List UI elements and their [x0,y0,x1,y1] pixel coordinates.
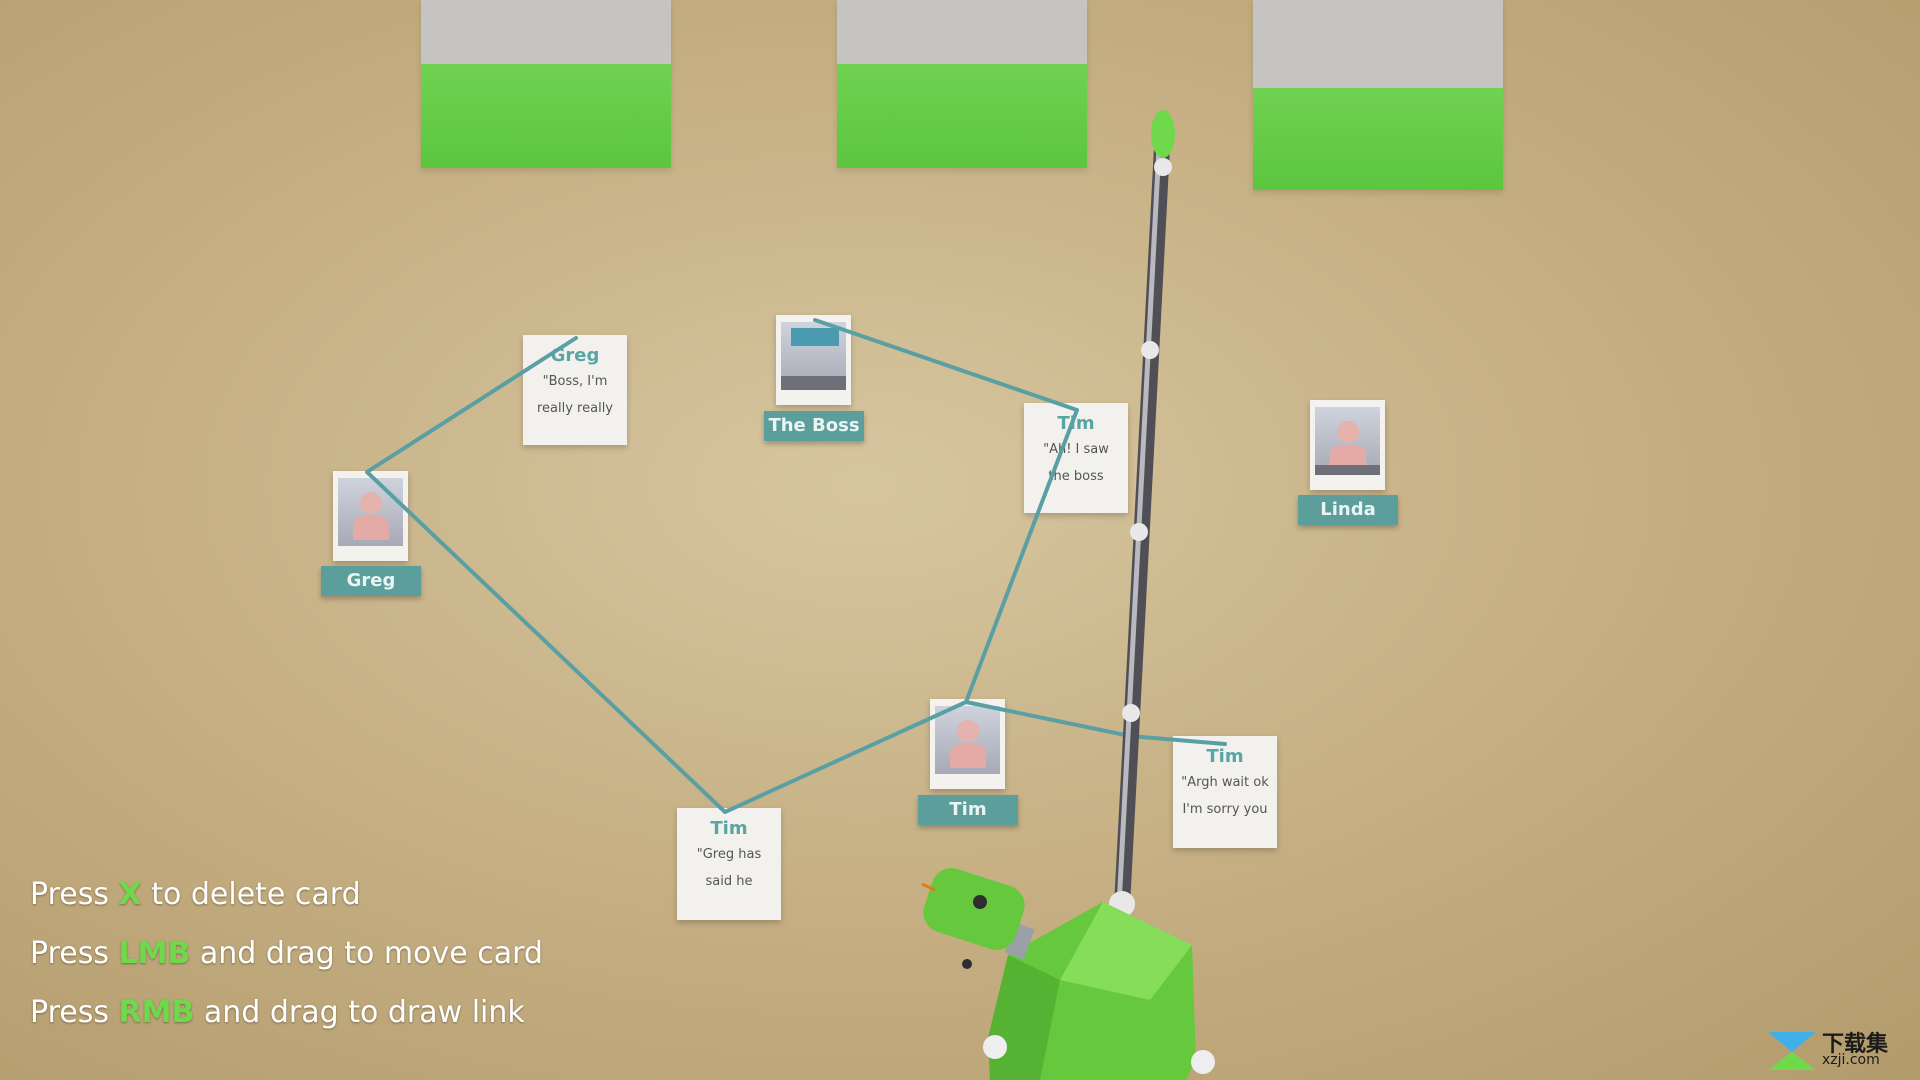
note-title: Tim [710,818,748,839]
photo-card-greg[interactable] [333,471,408,561]
note-line: "Greg has [696,847,762,862]
note-title: Tim [1206,746,1244,767]
greg-portrait [338,478,403,546]
note-line: I'm sorry you [1182,802,1268,817]
instruction-suffix: and drag to move card [199,936,543,971]
note-card-tim-3[interactable]: Tim "Argh wait ok I'm sorry you [1173,736,1277,848]
note-title: Greg [550,345,600,366]
instruction-move: Press LMB and drag to move card [30,936,543,971]
note-card-tim-1[interactable]: Tim "Ah! I saw the boss [1024,403,1128,513]
boss-portrait [781,322,846,390]
note-line: "Argh wait ok [1181,775,1269,790]
robot-character [921,867,1215,1080]
tim-portrait [935,706,1000,774]
photo-card-linda[interactable] [1310,400,1385,490]
note-line: really really [536,401,613,416]
top-card-1[interactable] [421,0,671,168]
photo-card-tim[interactable] [930,699,1005,789]
note-card-greg[interactable]: Greg "Boss, I'm really really [523,335,627,445]
instruction-delete: Press X to delete card [30,877,361,912]
top-card-3[interactable] [1253,0,1503,190]
key-hint: LMB [118,936,191,971]
key-hint: RMB [118,995,195,1030]
instruction-prefix: Press [30,995,109,1030]
key-hint: X [118,877,142,912]
note-line: "Boss, I'm [542,374,608,389]
instruction-prefix: Press [30,936,109,971]
instruction-suffix: and drag to draw link [203,995,525,1030]
linda-portrait [1315,407,1380,475]
top-card-2[interactable] [837,0,1087,168]
name-label-tim[interactable]: Tim [918,795,1018,825]
note-line: "Ah! I saw [1043,442,1109,457]
note-line: the boss [1048,469,1104,484]
watermark-logo-icon [1768,1032,1816,1070]
watermark: 下载集 xzji.com [1766,1026,1906,1070]
name-label-boss[interactable]: The Boss [764,411,864,441]
name-label-linda[interactable]: Linda [1298,495,1398,525]
note-title: Tim [1057,413,1095,434]
watermark-url: xzji.com [1822,1052,1880,1068]
photo-card-boss[interactable] [776,315,851,405]
instruction-prefix: Press [30,877,109,912]
note-card-tim-2[interactable]: Tim "Greg has said he [677,808,781,920]
watermark-title: 下载集 [1822,1032,1889,1057]
note-line: said he [705,874,753,889]
instruction-link: Press RMB and drag to draw link [30,995,525,1030]
pole [1109,110,1175,917]
name-label-greg[interactable]: Greg [321,566,421,596]
instruction-suffix: to delete card [151,877,361,912]
